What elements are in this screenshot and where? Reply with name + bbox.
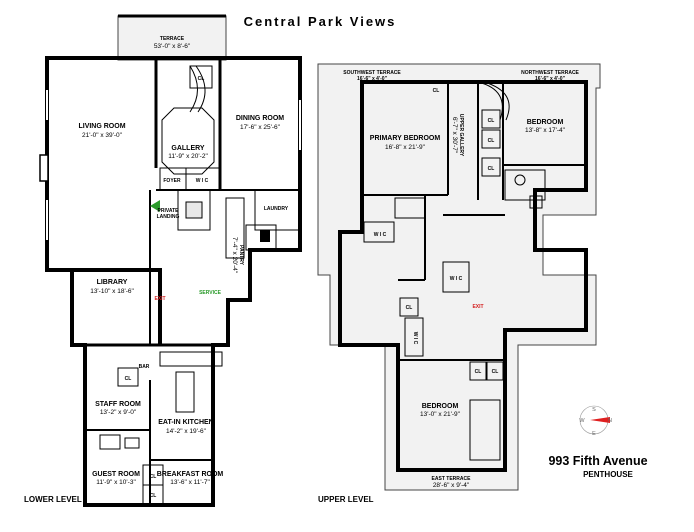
upper-level-labels: SOUTHWEST TERRACE 16'-6" x 4'-0" NORTHWE… — [318, 70, 580, 504]
lower-exit-label: EXIT — [154, 296, 165, 302]
upper-gallery-label: UPPER GALLERY — [458, 114, 464, 157]
dining-room-dims: 17'-6" x 25'-6" — [240, 124, 281, 131]
nw-terrace-label: NORTHWEST TERRACE — [521, 70, 579, 76]
plan-title: Central Park Views — [244, 14, 397, 29]
living-room-label: LIVING ROOM — [78, 123, 125, 130]
unit-label: PENTHOUSE — [583, 470, 633, 479]
pantry-label: PANTRY — [238, 245, 244, 266]
upper-closet-4: CL — [433, 88, 440, 94]
pantry-label-group: PANTRY 7'-4" x 20'-4" — [231, 237, 244, 274]
compass-w: W — [579, 418, 585, 424]
address: 993 Fifth Avenue — [548, 454, 647, 468]
terrace-label: TERRACE — [160, 36, 185, 42]
se-bedroom-dims: 13'-0" x 21'-9" — [420, 411, 461, 418]
laundry-label: LAUNDRY — [264, 206, 289, 212]
upper-level-plan — [317, 63, 601, 491]
breakfast-room-label: BREAKFAST ROOM — [157, 471, 224, 478]
upper-closet-2: CL — [488, 138, 495, 144]
breakfast-room-dims: 13'-6" x 11'-7" — [170, 479, 210, 486]
nw-terrace-dims: 16'-6" x 4'-0" — [535, 76, 566, 82]
sw-terrace-dims: 16'-6" x 4'-0" — [357, 76, 388, 82]
terrace-area — [117, 15, 227, 61]
lower-level-label: LOWER LEVEL — [24, 495, 82, 504]
kitchen-dims: 14'-2" x 19'-6" — [166, 428, 207, 435]
upper-closet-1: CL — [488, 118, 495, 124]
breakfast-closet-2: CL — [150, 493, 157, 499]
primary-bedroom-dims: 16'-8" x 21'-9" — [385, 144, 426, 151]
pantry-dims: 7'-4" x 20'-4" — [231, 237, 238, 274]
kitchen-label: EAT-IN KITCHEN — [158, 419, 213, 426]
staff-room-label: STAFF ROOM — [95, 401, 141, 408]
wic-label: W I C — [196, 178, 209, 184]
breakfast-closet-1: CL — [150, 474, 157, 480]
primary-wic-label: W I C — [374, 232, 387, 238]
terrace-dims: 53'-0" x 8'-6" — [154, 43, 191, 50]
staff-room-dims: 13'-2" x 9'-0" — [100, 409, 137, 416]
private-landing-label-1: PRIVATE — [158, 208, 180, 214]
gallery-dims: 11'-9" x 20'-2" — [168, 153, 208, 160]
compass-n: S — [592, 407, 596, 413]
upper-gallery-dims: 6'-7" x 30'-7" — [451, 117, 458, 154]
center-wic-label: W I C — [450, 276, 463, 282]
guest-room-dims: 11'-9" x 10'-3" — [96, 479, 136, 486]
lower-level-labels: TERRACE 53'-0" x 8'-6" LIVING ROOM 21'-0… — [24, 36, 289, 504]
ne-bedroom-label: BEDROOM — [527, 119, 564, 126]
living-room-dims: 21'-0" x 39'-0" — [82, 132, 123, 139]
compass: S E W N — [579, 405, 612, 437]
upper-closet-5: CL — [406, 305, 413, 311]
sw-terrace-label: SOUTHWEST TERRACE — [343, 70, 401, 76]
dining-room-label: DINING ROOM — [236, 115, 284, 122]
lower-closet-label: CL — [125, 376, 132, 382]
upper-gallery-label-group: UPPER GALLERY 6'-7" x 30'-7" — [451, 114, 464, 157]
east-terrace-dims: 28'-6" x 9'-4" — [433, 482, 470, 489]
se-bedroom-label: BEDROOM — [422, 403, 459, 410]
private-landing-label-2: LANDING — [157, 214, 180, 220]
upper-outer-wall — [338, 80, 588, 472]
upper-exit-label: EXIT — [472, 304, 483, 310]
library-dims: 13'-10" x 18'-6" — [90, 288, 134, 295]
upper-closet-7: CL — [492, 369, 499, 375]
upper-level-label: UPPER LEVEL — [318, 495, 374, 504]
upper-closet-3: CL — [488, 166, 495, 172]
compass-needle-icon — [590, 417, 610, 423]
east-terrace-label: EAST TERRACE — [432, 476, 472, 482]
primary-bedroom-label: PRIMARY BEDROOM — [370, 135, 441, 142]
closet-label: CL — [198, 76, 205, 82]
foyer-label: FOYER — [163, 178, 181, 184]
compass-e: N — [608, 418, 612, 424]
se-wic-group: W I C — [412, 332, 418, 345]
guest-room-label: GUEST ROOM — [92, 471, 140, 478]
fireplace — [39, 154, 49, 182]
compass-s: E — [592, 431, 596, 437]
lower-level-plan — [39, 14, 302, 507]
upper-closet-6: CL — [475, 369, 482, 375]
se-wic-label: W I C — [412, 332, 418, 345]
service-label: SERVICE — [199, 290, 222, 296]
library-label: LIBRARY — [97, 279, 128, 286]
bar-label: BAR — [139, 364, 150, 370]
gallery-label: GALLERY — [171, 145, 205, 152]
ne-bedroom-dims: 13'-8" x 17'-4" — [525, 127, 566, 134]
